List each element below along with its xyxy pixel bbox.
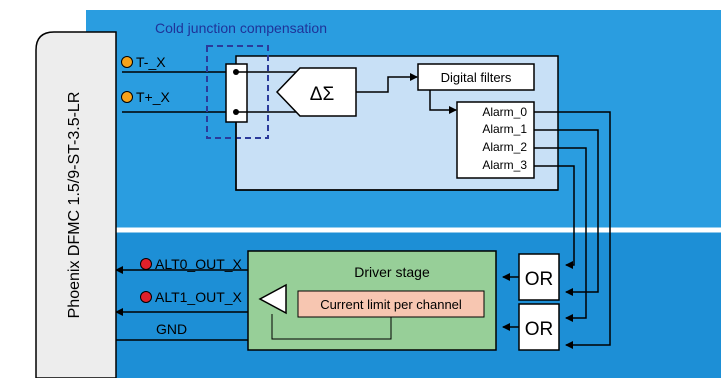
filters-to-alarms-wire	[429, 90, 457, 114]
or-gate-upper	[518, 253, 560, 301]
alarm-2-wire	[534, 147, 587, 322]
or-gate-upper-label: OR	[525, 269, 554, 290]
alarms-box	[456, 101, 535, 179]
digital-filters-box	[417, 63, 535, 91]
t-minus-pin-icon	[121, 56, 133, 68]
gnd-label: GND	[156, 321, 187, 337]
cjc-dashed-box	[206, 45, 269, 139]
delta-sigma-adc	[275, 67, 357, 117]
t-plus-label: T+_X	[136, 89, 171, 105]
current-limit-label: Current limit per channel	[320, 297, 462, 312]
alarm-1-label: Alarm_1	[482, 122, 527, 136]
driver-stage-title: Driver stage	[354, 264, 430, 280]
digital-filters-label: Digital filters	[441, 70, 512, 85]
alarm-0-label: Alarm_0	[482, 105, 527, 119]
or-gate-lower	[518, 303, 560, 351]
or-gate-lower-label: OR	[525, 319, 554, 340]
adc-to-filters-wire	[356, 73, 418, 93]
t-minus-label: T-_X	[136, 54, 166, 70]
driver-buffer-symbol	[258, 283, 287, 315]
current-limit-feedback	[271, 314, 392, 340]
cjc-label: Cold junction compensation	[155, 20, 327, 36]
alarm-3-wire	[534, 165, 575, 269]
alarm-1-wire	[534, 129, 599, 296]
connector-body	[35, 31, 117, 379]
alarm-3-label: Alarm_3	[482, 158, 527, 172]
connector-label: Phoenix DFMC 1.5/9-ST-3.5-LR	[66, 92, 83, 319]
alarm-2-label: Alarm_2	[482, 140, 527, 154]
alt1-pin-icon	[140, 291, 152, 303]
alt1-label: ALT1_OUT_X	[155, 289, 243, 305]
alt0-pin-icon	[140, 258, 152, 270]
t-plus-pin-icon	[121, 91, 133, 103]
alt0-label: ALT0_OUT_X	[155, 256, 243, 272]
adc-label: ΔΣ	[310, 84, 334, 105]
cjc-feedback-wire	[235, 122, 558, 191]
alarm-0-wire	[534, 111, 611, 349]
